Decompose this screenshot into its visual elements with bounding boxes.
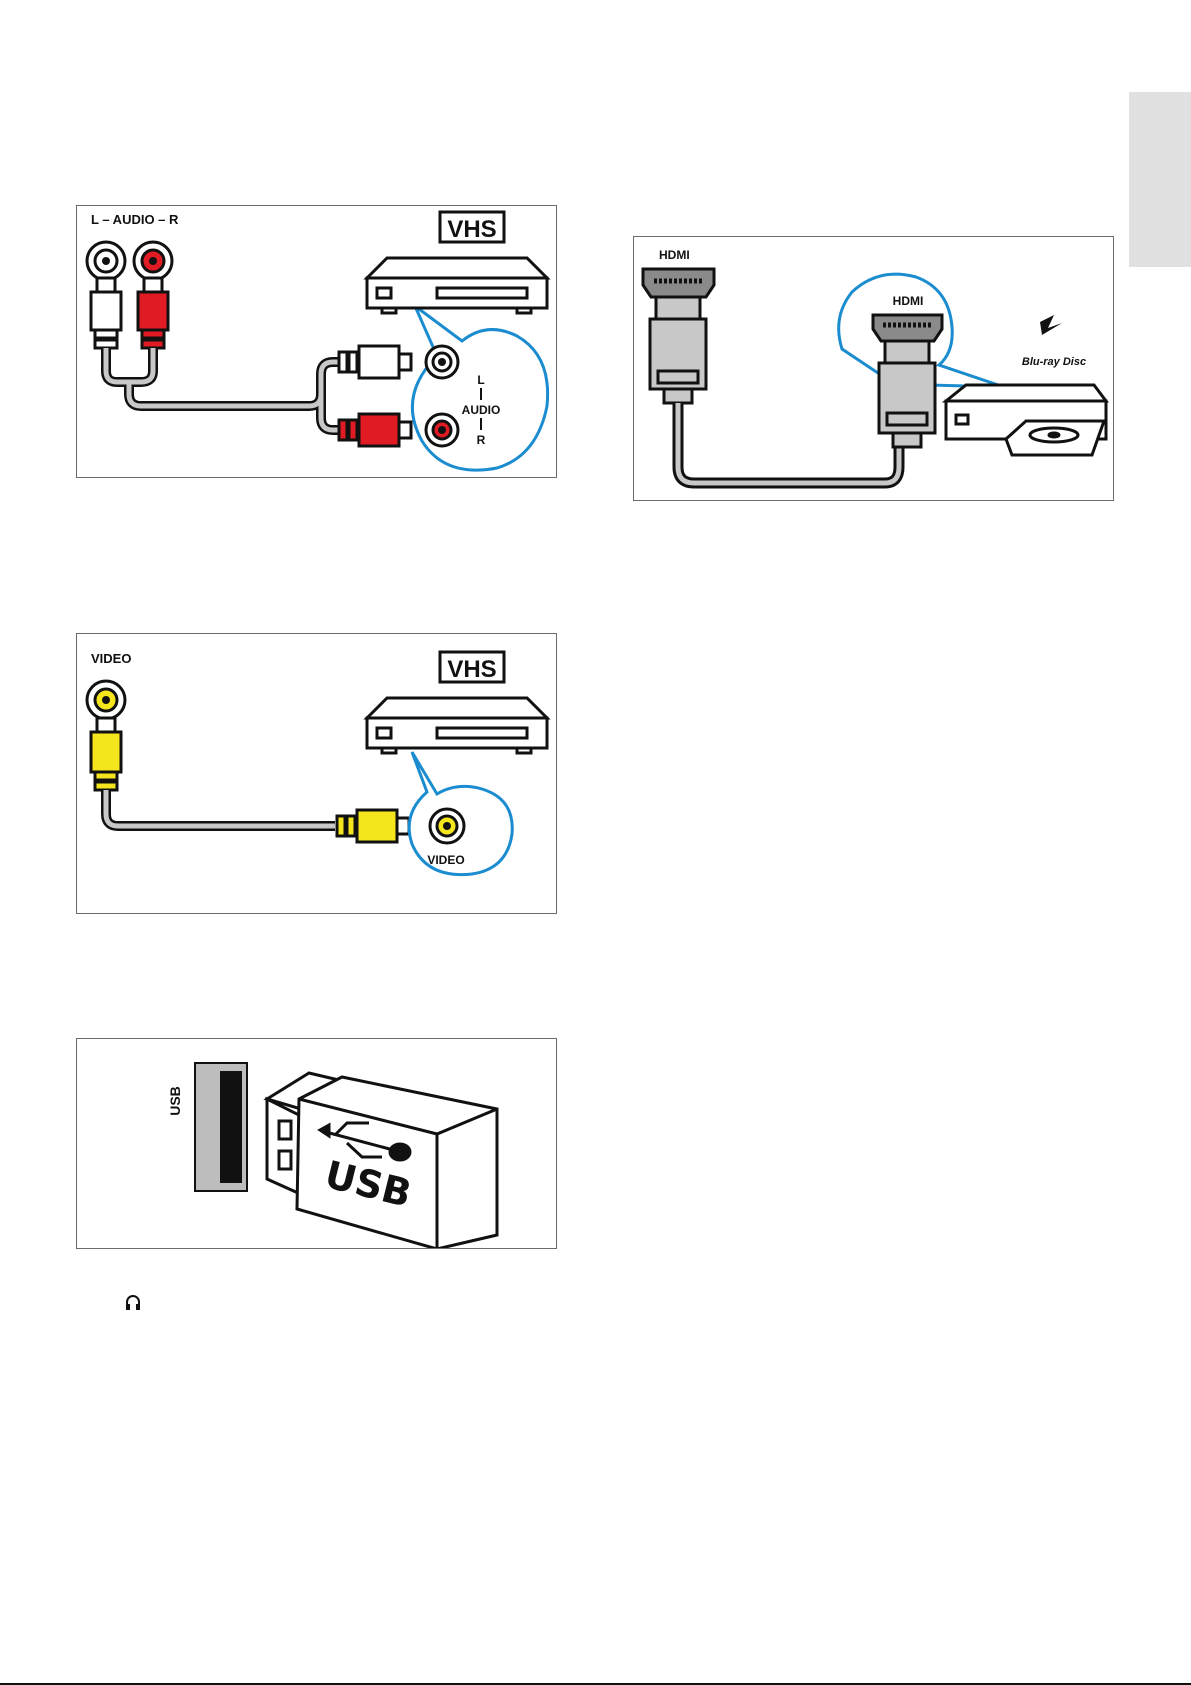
white-rca-plug bbox=[91, 278, 121, 348]
hdmi-left-label: HDMI bbox=[659, 248, 690, 262]
usb-stick bbox=[267, 1073, 497, 1248]
headphone-icon bbox=[124, 1293, 142, 1311]
bluray-player-icon bbox=[946, 385, 1106, 455]
white-rca-plug-device bbox=[339, 346, 411, 378]
video-jack bbox=[87, 681, 125, 719]
audio-connection-panel: L – AUDIO – R bbox=[76, 205, 557, 478]
usb-port bbox=[195, 1063, 247, 1191]
audio-top-label: L – AUDIO – R bbox=[91, 212, 179, 227]
video-connection-panel: VIDEO VIDEO VHS bbox=[76, 633, 557, 914]
hdmi-cable bbox=[678, 403, 899, 483]
port-label-r: R bbox=[477, 433, 486, 447]
vhs-logo: VHS bbox=[440, 652, 504, 683]
port-label-audio: AUDIO bbox=[462, 403, 501, 417]
hdmi-plug-right bbox=[879, 341, 935, 447]
svg-text:VHS: VHS bbox=[447, 656, 496, 683]
hdmi-port-right bbox=[873, 315, 942, 341]
hdmi-right-label: HDMI bbox=[893, 294, 924, 308]
video-top-label: VIDEO bbox=[91, 651, 131, 666]
hdmi-connection-panel: HDMI HDMI Blu-ray Disc bbox=[633, 236, 1114, 501]
device-video-jack bbox=[430, 809, 464, 843]
svg-text:VHS: VHS bbox=[447, 216, 496, 243]
audio-cable bbox=[106, 348, 347, 430]
video-cable bbox=[106, 790, 335, 826]
vhs-player-icon bbox=[367, 698, 547, 753]
yellow-rca-plug bbox=[91, 718, 121, 790]
red-rca-plug bbox=[138, 278, 168, 348]
red-rca-plug-device bbox=[339, 414, 411, 446]
device-video-label: VIDEO bbox=[427, 853, 464, 867]
hdmi-plug-left bbox=[650, 297, 706, 403]
side-tab bbox=[1129, 92, 1191, 267]
usb-connection-panel: USB USB bbox=[76, 1038, 557, 1249]
audio-jack-right bbox=[134, 242, 172, 280]
hdmi-port-left bbox=[643, 269, 714, 297]
usb-port-label: USB bbox=[167, 1086, 183, 1116]
vhs-logo: VHS bbox=[440, 212, 504, 243]
yellow-rca-plug-device bbox=[337, 810, 409, 842]
audio-jack-left bbox=[87, 242, 125, 280]
device-jack-r bbox=[426, 414, 458, 446]
svg-text:Blu-ray Disc: Blu-ray Disc bbox=[1022, 356, 1086, 368]
device-jack-l bbox=[426, 346, 458, 378]
vhs-player-icon bbox=[367, 258, 547, 313]
bluray-logo: Blu-ray Disc bbox=[1022, 315, 1086, 368]
port-label-l: L bbox=[477, 373, 484, 387]
